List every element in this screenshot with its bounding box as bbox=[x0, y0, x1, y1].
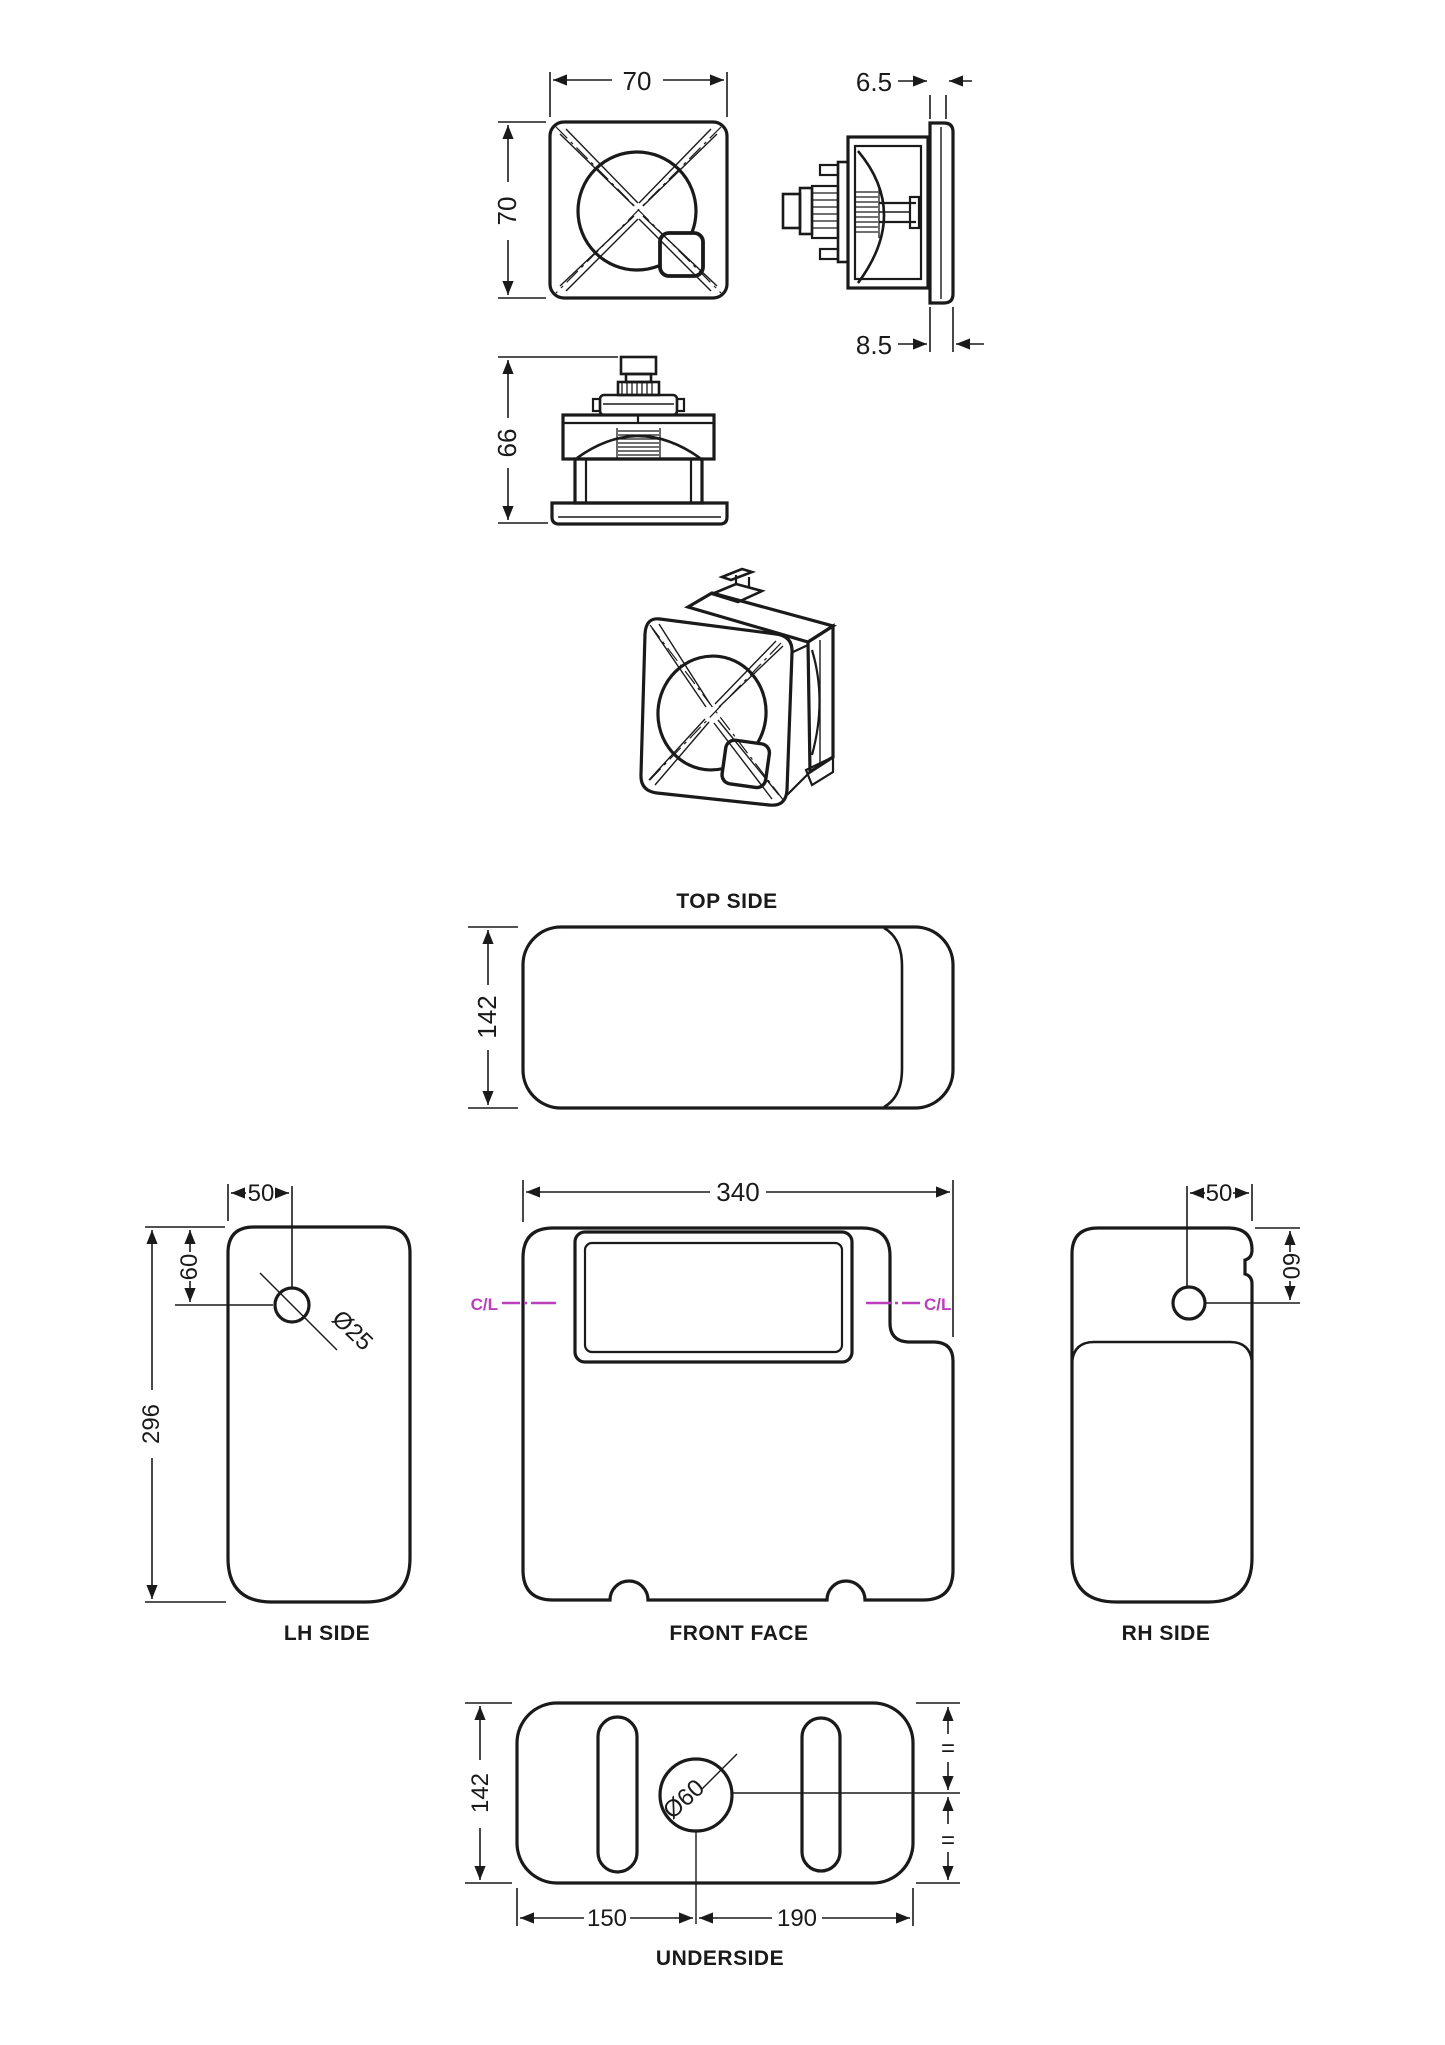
underside-equal-dimension: = = bbox=[916, 1702, 960, 1884]
mech-mid-body bbox=[573, 457, 704, 505]
lh-side-view: Ø25 50 60 296 LH SIDE bbox=[138, 1180, 412, 1645]
underside-right-value: 190 bbox=[777, 1905, 817, 1932]
rh-hole-y-dimension: 60 bbox=[1206, 1227, 1304, 1304]
front-width-value: 340 bbox=[716, 1177, 759, 1207]
top-side-depth-dimension: 142 bbox=[468, 926, 518, 1109]
isometric-view bbox=[639, 567, 837, 807]
flange-value: 8.5 bbox=[856, 330, 892, 360]
mech-base-plate bbox=[550, 501, 729, 526]
rh-side-outline bbox=[1070, 1226, 1254, 1604]
lh-hole-y-dimension: 60 bbox=[145, 1226, 273, 1306]
plate-front-view: 70 70 bbox=[492, 66, 729, 300]
lh-hole-x-dimension: 50 bbox=[227, 1180, 293, 1287]
lh-inlet-hole bbox=[273, 1286, 311, 1324]
rh-hole-y-value: 60 bbox=[1277, 1253, 1304, 1280]
offset-value: 6.5 bbox=[856, 67, 892, 97]
front-face-outline bbox=[521, 1226, 955, 1602]
plate-outline bbox=[548, 120, 729, 300]
underside-bottom-dimensions: 150 190 bbox=[516, 1888, 914, 1932]
top-side-label: TOP SIDE bbox=[676, 890, 777, 913]
lh-side-label: LH SIDE bbox=[284, 1622, 370, 1645]
underside-equal-bottom: = bbox=[941, 1827, 955, 1854]
side-flange bbox=[928, 121, 955, 305]
underside-depth-dimension: 142 bbox=[465, 1702, 512, 1884]
mechanism-height-value: 66 bbox=[492, 429, 522, 458]
underside-equal-top: = bbox=[941, 1735, 955, 1762]
rh-hole-x-dimension: 50 bbox=[1186, 1180, 1253, 1287]
flush-button-circle bbox=[576, 150, 698, 272]
side-button-step bbox=[798, 186, 814, 236]
mech-collar bbox=[616, 380, 661, 397]
front-recess-outer bbox=[573, 1230, 854, 1364]
centerline-left-label: C/L bbox=[471, 1295, 498, 1314]
mech-bracket bbox=[591, 393, 686, 417]
iso-button-circle bbox=[656, 654, 768, 772]
lh-hole-dia-value: Ø25 bbox=[327, 1305, 378, 1356]
top-side-view: TOP SIDE 142 bbox=[468, 890, 955, 1110]
offset-dimension: 6.5 bbox=[856, 67, 972, 119]
lh-hole-leader bbox=[259, 1272, 338, 1351]
rh-side-label: RH SIDE bbox=[1122, 1622, 1211, 1645]
front-recess-inner bbox=[583, 1241, 844, 1354]
underside-slot-right bbox=[800, 1716, 842, 1873]
mechanism-front-view: 66 bbox=[492, 355, 729, 526]
rh-lid-seam bbox=[1070, 1340, 1254, 1363]
flange-dimension: 8.5 bbox=[856, 307, 984, 360]
plate-height-dimension: 70 bbox=[492, 121, 546, 299]
front-face-view: C/L C/L 340 FRONT FACE bbox=[471, 1177, 955, 1645]
mech-button-cap bbox=[619, 355, 658, 376]
underside-left-value: 150 bbox=[587, 1905, 627, 1932]
iso-plate bbox=[639, 617, 794, 807]
underside-label: UNDERSIDE bbox=[656, 1947, 784, 1970]
small-flush-button bbox=[658, 231, 705, 278]
iso-housing-top bbox=[683, 591, 837, 644]
plate-width-value: 70 bbox=[623, 66, 652, 96]
rh-side-view: 50 60 RH SIDE bbox=[1070, 1180, 1304, 1645]
plate-cross-lines bbox=[555, 126, 722, 294]
iso-cross-lines bbox=[646, 623, 785, 802]
side-dome-arc bbox=[856, 150, 886, 284]
rh-inlet-hole bbox=[1171, 1285, 1207, 1321]
lh-hole-x-value: 50 bbox=[248, 1180, 275, 1207]
lh-height-dimension: 296 bbox=[138, 1230, 226, 1603]
front-face-label: FRONT FACE bbox=[669, 1622, 808, 1645]
plate-width-dimension: 70 bbox=[549, 66, 728, 117]
top-side-outline bbox=[521, 925, 955, 1110]
side-push-rod bbox=[879, 195, 921, 230]
mech-upper-housing bbox=[561, 413, 716, 461]
plate-side-view: 6.5 8.5 bbox=[781, 67, 984, 360]
top-side-end-seam bbox=[883, 926, 904, 1109]
rh-hole-x-value: 50 bbox=[1206, 1180, 1233, 1207]
lh-side-outline bbox=[226, 1225, 412, 1604]
top-side-depth-value: 142 bbox=[472, 995, 502, 1038]
lh-height-value: 296 bbox=[138, 1404, 165, 1444]
lh-hole-y-value: 60 bbox=[176, 1254, 203, 1281]
front-width-dimension: 340 bbox=[522, 1177, 954, 1337]
underside-hole-leader bbox=[700, 1753, 738, 1791]
side-collar-thread bbox=[810, 184, 840, 240]
underside-depth-value: 142 bbox=[467, 1773, 494, 1813]
side-thread-hatch bbox=[854, 188, 880, 238]
mechanism-height-dimension: 66 bbox=[492, 356, 618, 524]
centerline-right-label: C/L bbox=[924, 1295, 951, 1314]
plate-height-value: 70 bbox=[492, 197, 522, 226]
underside-view: Ø60 142 150 190 = bbox=[465, 1701, 960, 1970]
underside-slot-left bbox=[596, 1715, 639, 1874]
side-button-cap bbox=[781, 192, 802, 230]
